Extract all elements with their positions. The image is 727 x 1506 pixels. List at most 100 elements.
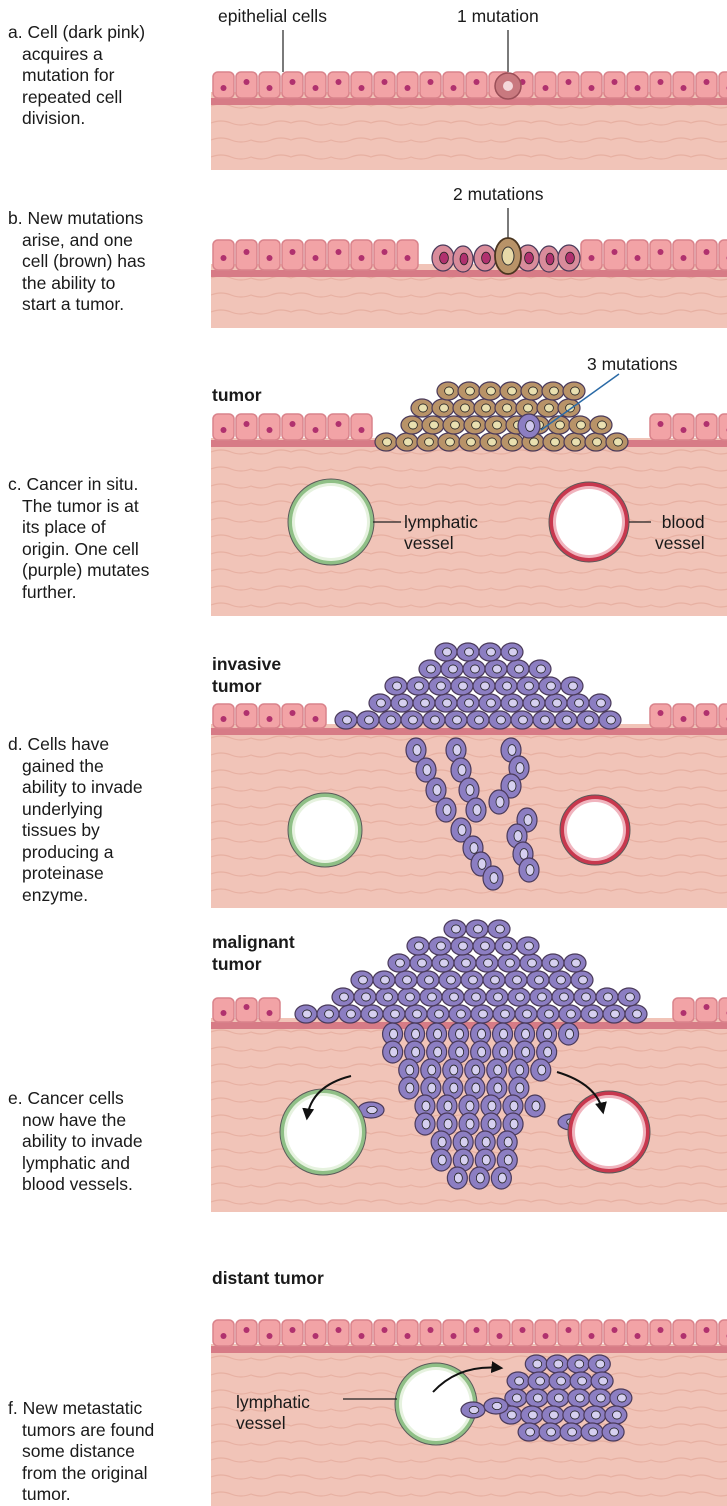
cell-nucleus: [497, 1333, 503, 1339]
metastatic-tumor-cell-nucleus: [515, 1377, 524, 1385]
cell-nucleus: [313, 716, 319, 722]
cell-nucleus: [244, 249, 250, 255]
cell-nucleus: [566, 79, 572, 85]
malignant-tumor-cell-nucleus: [503, 942, 512, 950]
invasive-tumor-cell-nucleus: [490, 873, 498, 884]
label-blood-vessel-c: blood vessel: [655, 512, 705, 554]
malignant-tumor-cell-nucleus: [516, 1083, 524, 1093]
malignant-tumor-cell-nucleus: [472, 1083, 480, 1093]
brown-tumor-cell-nucleus: [593, 438, 602, 446]
cell-nucleus: [244, 79, 250, 85]
malignant-tumor-cell-nucleus: [604, 993, 613, 1001]
cell-nucleus: [704, 79, 710, 85]
metastatic-tumor-cell-nucleus: [526, 1428, 535, 1436]
malignant-tumor-cell-nucleus: [494, 1065, 502, 1075]
malignant-tumor-cell-nucleus: [557, 976, 566, 984]
invasive-tumor-cell-nucleus: [487, 699, 496, 707]
malignant-tumor-cell-nucleus: [425, 976, 434, 984]
malignant-tumor-cell-nucleus: [428, 993, 437, 1001]
malignant-tumor-cell-nucleus: [444, 1119, 452, 1129]
brown-tumor-cell-nucleus: [445, 387, 454, 395]
mutant-cell-nucleus: [440, 252, 449, 264]
malignant-tumor-cell-nucleus: [469, 976, 478, 984]
brown-tumor-cell-nucleus: [598, 421, 607, 429]
malignant-tumor-cell-nucleus: [516, 993, 525, 1001]
brown-tumor-cell-nucleus: [430, 421, 439, 429]
malignant-tumor-cell-nucleus: [303, 1010, 312, 1018]
cell-nucleus: [336, 1327, 342, 1333]
epithelial-cell: [719, 998, 727, 1022]
cell-nucleus: [520, 1327, 526, 1333]
malignant-tumor-cell-nucleus: [488, 1119, 496, 1129]
panel-a-illustration: [211, 58, 727, 170]
invasive-tumor-cell-nucleus: [433, 785, 441, 796]
metastatic-tumor-cell-nucleus: [589, 1428, 598, 1436]
malignant-tumor-cell-nucleus: [454, 1173, 462, 1183]
malignant-tumor-cell-nucleus: [466, 1101, 474, 1111]
invasive-tumor-cell-nucleus: [525, 682, 534, 690]
malignant-tumor-cell-nucleus: [390, 1029, 398, 1039]
basement-membrane: [211, 728, 727, 735]
malignant-tumor-cell-nucleus: [482, 1137, 490, 1147]
metastatic-tumor-cell-nucleus: [591, 1411, 600, 1419]
invasive-tumor-cell-nucleus: [531, 699, 540, 707]
cell-nucleus: [635, 255, 641, 261]
malignant-tumor-cell-nucleus: [462, 959, 471, 967]
invasive-tumor-cell-nucleus: [597, 699, 606, 707]
cell-nucleus: [313, 85, 319, 91]
cell-nucleus: [290, 1327, 296, 1333]
panel-e-illustration: [211, 900, 727, 1212]
invasive-tumor-cell-nucleus: [519, 716, 528, 724]
cell-nucleus: [612, 79, 618, 85]
basement-membrane: [211, 98, 727, 105]
malignant-tumor-cell-nucleus: [516, 1065, 524, 1075]
malignant-tumor-cell-nucleus: [434, 1047, 442, 1057]
cell-nucleus: [336, 421, 342, 427]
metastatic-tumor-cell-nucleus: [469, 1406, 479, 1413]
brown-tumor-cell-nucleus: [451, 421, 460, 429]
malignant-tumor-cell-nucleus: [369, 1010, 378, 1018]
purple-mutant-cell-nucleus: [526, 421, 535, 432]
lymphatic-vessel-lumen: [287, 1096, 359, 1168]
malignant-tumor-cell-nucleus: [633, 1010, 642, 1018]
cell-nucleus: [359, 1333, 365, 1339]
malignant-tumor-cell-nucleus: [488, 1101, 496, 1111]
malignant-tumor-cell-nucleus: [422, 1101, 430, 1111]
malignant-tumor-cell-nucleus: [367, 1106, 377, 1113]
brown-tumor-cell-nucleus: [409, 421, 418, 429]
cell-nucleus: [658, 421, 664, 427]
malignant-tumor-cell-nucleus: [479, 1010, 488, 1018]
brown-tumor-cell-nucleus: [488, 438, 497, 446]
malignant-tumor-cell-nucleus: [523, 1010, 532, 1018]
cell-nucleus: [704, 1327, 710, 1333]
malignant-tumor-cell-nucleus: [444, 1101, 452, 1111]
malignant-tumor-cell-nucleus: [347, 1010, 356, 1018]
malignant-tumor-cell-nucleus: [437, 942, 446, 950]
cell-nucleus: [221, 1333, 227, 1339]
malignant-tumor-cell-nucleus: [496, 925, 505, 933]
malignant-tumor-cell-nucleus: [566, 1029, 574, 1039]
lymphatic-vessel-lumen: [295, 800, 355, 860]
malignant-tumor-cell-nucleus: [500, 1029, 508, 1039]
cell-nucleus: [221, 85, 227, 91]
invasive-tumor-cell-nucleus: [516, 763, 524, 774]
invasive-tumor-cell-nucleus: [585, 716, 594, 724]
malignant-tumor-cell-nucleus: [391, 1010, 400, 1018]
invasive-tumor-cell-nucleus: [470, 843, 478, 854]
metastatic-tumor-cell-nucleus: [596, 1394, 605, 1402]
cell-nucleus: [474, 79, 480, 85]
cell-nucleus: [405, 255, 411, 261]
cell-nucleus: [543, 1333, 549, 1339]
malignant-tumor-cell-nucleus: [538, 993, 547, 1001]
malignant-tumor-cell-nucleus: [456, 1047, 464, 1057]
invasive-tumor-cell-nucleus: [399, 699, 408, 707]
brown-tumor-cell-nucleus: [577, 421, 586, 429]
malignant-tumor-cell-nucleus: [626, 993, 635, 1001]
invasive-tumor-cell-nucleus: [415, 682, 424, 690]
invasive-tumor-cell-nucleus: [421, 699, 430, 707]
brown-cell-nucleus: [502, 247, 514, 265]
malignant-tumor-cell-nucleus: [415, 942, 424, 950]
invasive-tumor-cell-nucleus: [563, 716, 572, 724]
cell-nucleus: [267, 255, 273, 261]
cell-nucleus: [589, 85, 595, 91]
